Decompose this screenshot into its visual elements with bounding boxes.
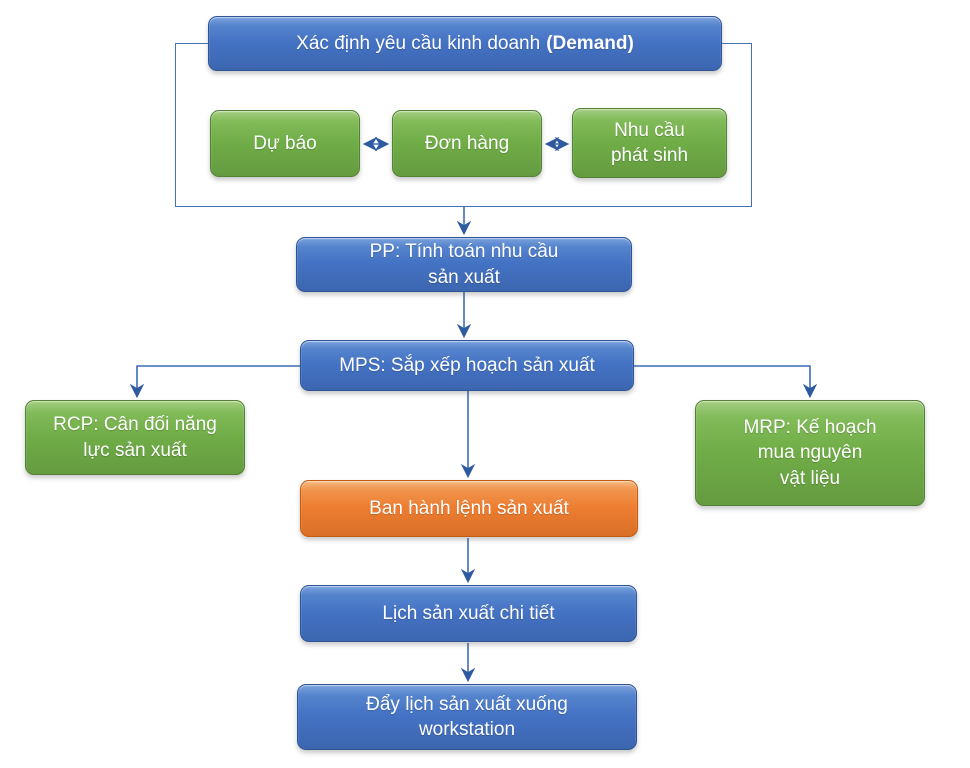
forecast-box: Dự báo xyxy=(210,110,360,177)
demand-box: Xác định yêu cầu kinh doanh (Demand) xyxy=(208,16,722,71)
arising-demand-label: Nhu cầu phát sinh xyxy=(610,119,689,166)
production-order-label: Ban hành lệnh sản xuất xyxy=(369,497,569,519)
mrp-box: MRP: Kế hoạch mua nguyên vật liệu xyxy=(695,400,925,506)
pp-box: PP: Tính toán nhu cầu sản xuất xyxy=(296,237,632,292)
mps-label: MPS: Sắp xếp hoạch sản xuất xyxy=(339,354,595,376)
orders-label: Đơn hàng xyxy=(424,132,510,154)
rcp-box: RCP: Cân đối năng lực sản xuất xyxy=(25,400,245,475)
orders-box: Đơn hàng xyxy=(392,110,542,177)
arising-demand-box: Nhu cầu phát sinh xyxy=(572,108,727,178)
push-schedule-label: Đẩy lịch sản xuất xuống workstation xyxy=(366,693,568,740)
production-order-box: Ban hành lệnh sản xuất xyxy=(300,480,638,537)
demand-label: Xác định yêu cầu kinh doanh xyxy=(296,32,541,54)
push-schedule-box: Đẩy lịch sản xuất xuống workstation xyxy=(297,684,637,750)
detailed-schedule-box: Lịch sản xuất chi tiết xyxy=(300,585,637,642)
mrp-label: MRP: Kế hoạch mua nguyên vật liệu xyxy=(743,417,877,489)
forecast-label: Dự báo xyxy=(253,132,317,154)
rcp-label: RCP: Cân đối năng lực sản xuất xyxy=(53,414,217,461)
connector-mps-rcp-arrow xyxy=(129,365,300,399)
mps-box: MPS: Sắp xếp hoạch sản xuất xyxy=(300,340,634,391)
connector-mps-mrp-arrow xyxy=(634,365,818,399)
demand-label-bold: (Demand) xyxy=(546,32,634,54)
detailed-schedule-label: Lịch sản xuất chi tiết xyxy=(382,602,555,624)
pp-label: PP: Tính toán nhu cầu sản xuất xyxy=(369,241,559,288)
